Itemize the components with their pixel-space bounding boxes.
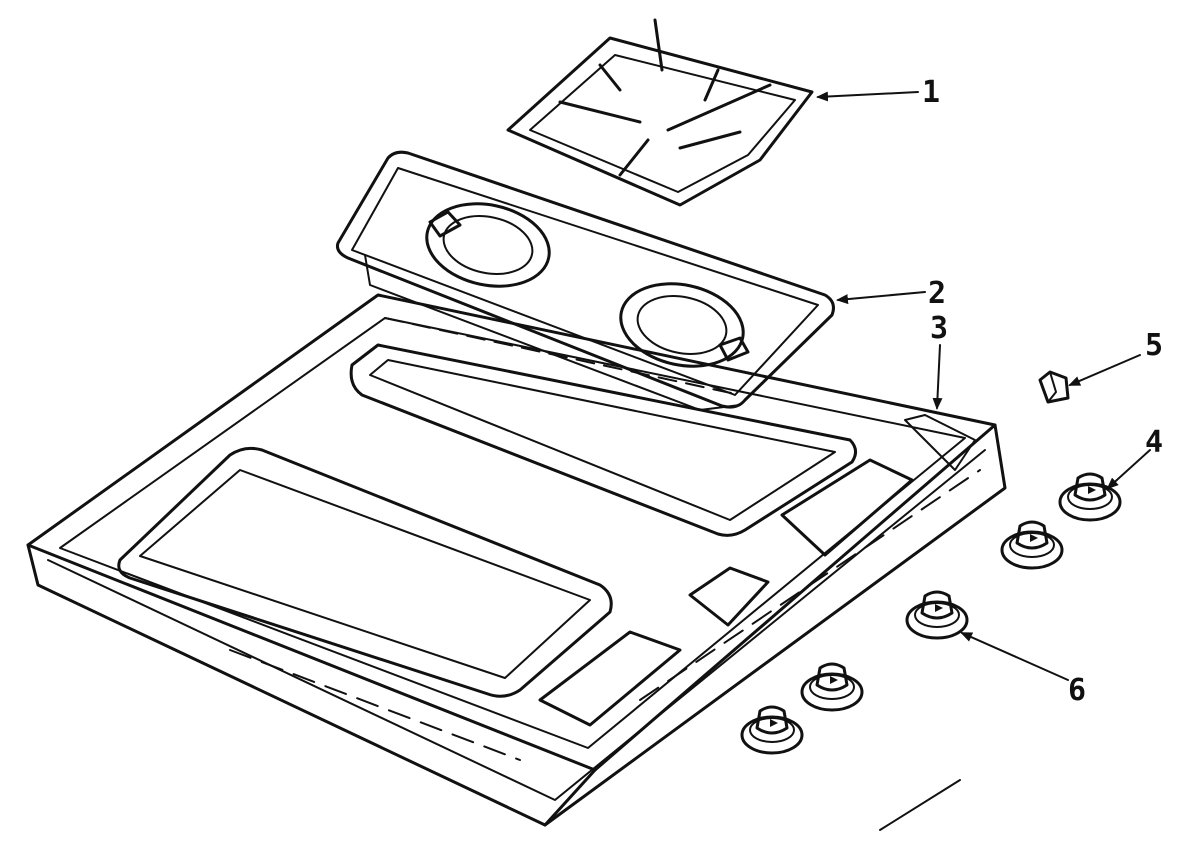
leader-line-6	[960, 632, 1069, 681]
control-knob-3	[905, 590, 969, 640]
scan-mark	[879, 779, 961, 831]
burner-ring-left	[425, 202, 551, 288]
callout-label-5: 5	[1145, 328, 1163, 363]
leader-line-5	[1068, 354, 1141, 386]
leader-line-1	[816, 91, 919, 102]
leader-line-3	[932, 344, 943, 410]
cooktop-top-panel	[26, 293, 1007, 827]
control-knob-4	[800, 662, 864, 712]
callout-label-4: 4	[1145, 425, 1163, 460]
callout-label-2: 2	[928, 276, 946, 311]
clip	[1038, 370, 1070, 404]
callout-label-1: 1	[922, 75, 940, 110]
drip-pan-tray	[336, 150, 835, 411]
leader-line-2	[836, 291, 926, 305]
leader-line-4	[1106, 449, 1151, 490]
callout-label-3: 3	[930, 311, 948, 346]
burner-grate	[506, 18, 814, 207]
callout-label-6: 6	[1068, 673, 1086, 708]
control-knob-1	[1058, 472, 1122, 522]
burner-ring-right	[619, 282, 750, 368]
control-knob-2	[1000, 520, 1064, 570]
control-knob-5	[740, 705, 804, 755]
